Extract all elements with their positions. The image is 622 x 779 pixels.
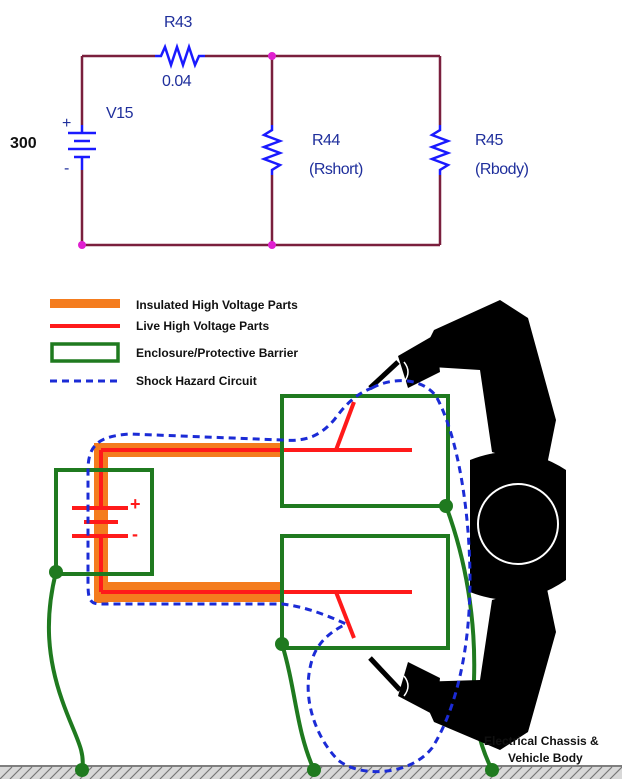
label-r43-value: 0.04 (162, 73, 192, 90)
person-silhouette (398, 300, 566, 750)
ground-wires (46, 505, 494, 771)
node-bottom-left (78, 241, 86, 249)
label-source-value: 300 (10, 135, 37, 152)
chassis-label-line1: Electrical Chassis & (484, 734, 599, 748)
schematic-nodes (78, 52, 276, 249)
battery-plus-label: + (130, 494, 141, 514)
live-hv-conductors (72, 401, 412, 639)
legend-label-enclosure: Enclosure/Protective Barrier (136, 346, 298, 360)
label-r44: R44 (312, 132, 340, 149)
enclosures (54, 394, 450, 650)
resistor-r45 (428, 125, 452, 175)
label-v15: V15 (106, 105, 134, 122)
legend-label-live: Live High Voltage Parts (136, 319, 269, 333)
label-r45: R45 (475, 132, 503, 149)
legend-label-shock: Shock Hazard Circuit (136, 374, 257, 388)
resistor-r43 (155, 43, 205, 69)
schematic-wires (80, 54, 442, 247)
battery-plus-sign: + (62, 115, 71, 132)
legend-swatch-enclosure (50, 342, 120, 363)
finger-tips (368, 360, 402, 692)
node-top-junction (268, 52, 276, 60)
legend: Insulated High Voltage Parts Live High V… (50, 298, 298, 388)
shock-hazard-circuit (86, 379, 472, 774)
battery-minus-sign: - (64, 160, 69, 177)
schematic: + - R43 0.04 V15 300 R44 (Rshort) R45 (R… (10, 14, 529, 249)
battery-enclosure (54, 468, 154, 576)
person-head-outline (477, 483, 559, 565)
ground-nodes (49, 499, 499, 777)
lower-enclosure (280, 534, 450, 650)
insulated-hv-cables (94, 443, 282, 603)
upper-enclosure (280, 394, 450, 508)
chassis-label-line2: Vehicle Body (508, 751, 583, 765)
label-rshort: (Rshort) (309, 161, 363, 178)
illustration: + - (0, 300, 622, 779)
legend-swatch-insulated (50, 299, 120, 308)
label-r43: R43 (164, 14, 192, 31)
legend-label-insulated: Insulated High Voltage Parts (136, 298, 298, 312)
node-bottom-junction (268, 241, 276, 249)
resistor-r44 (260, 125, 284, 175)
label-rbody: (Rbody) (475, 161, 529, 178)
hands (403, 361, 409, 697)
battery-minus-label: - (132, 524, 138, 544)
battery-v15 (68, 125, 96, 170)
